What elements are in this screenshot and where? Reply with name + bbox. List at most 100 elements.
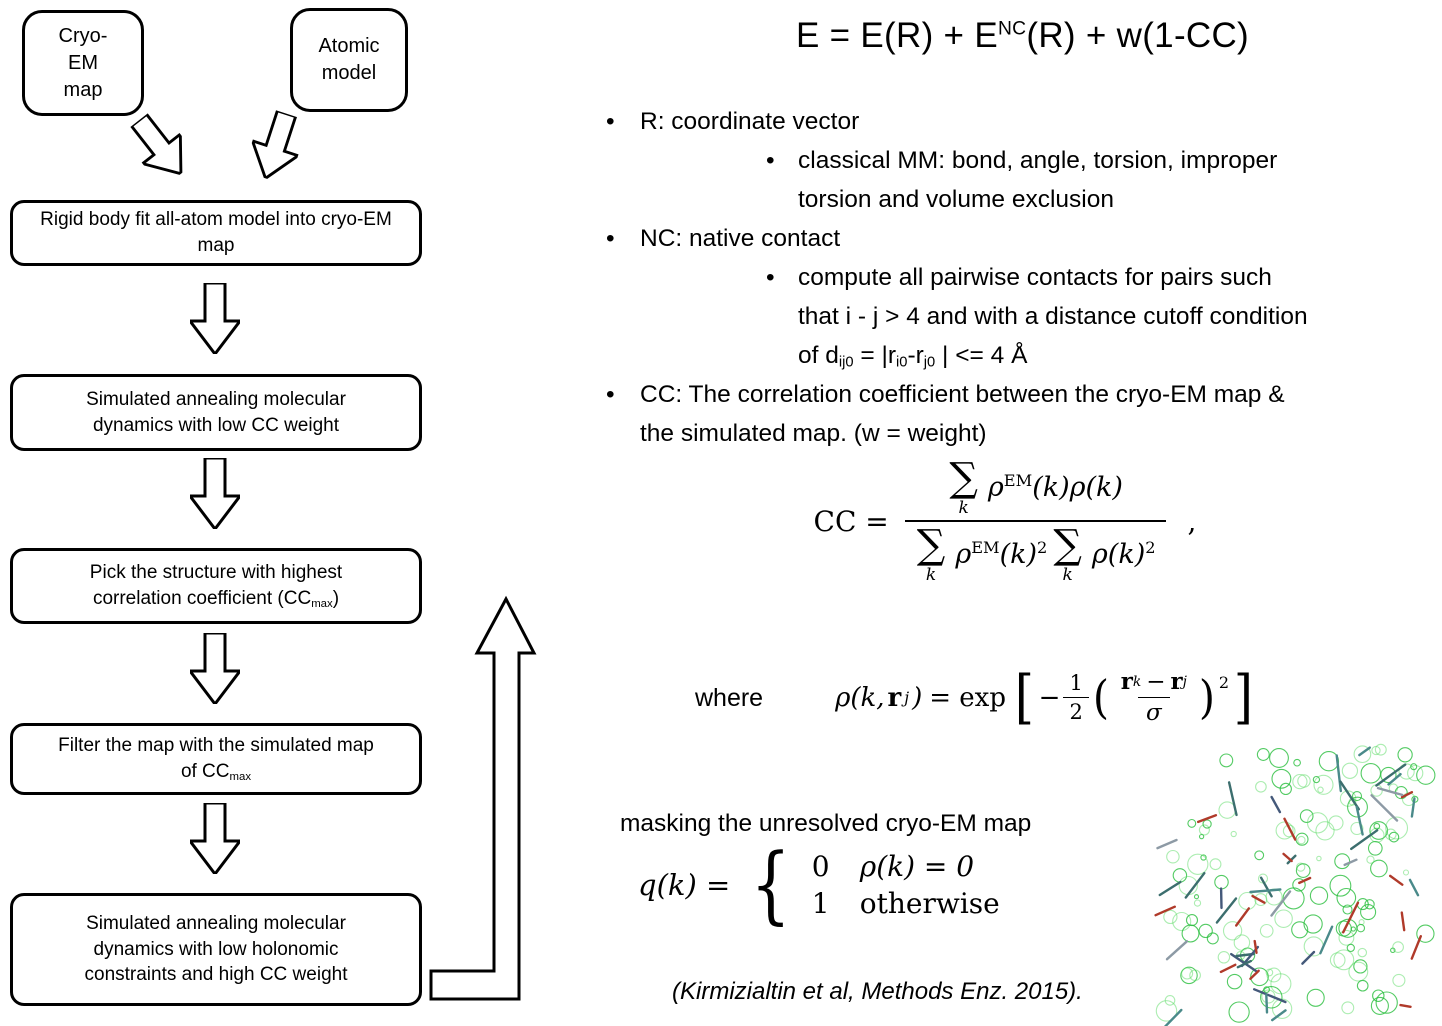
- energy-eq-part1: E = E(R) + E: [795, 16, 998, 55]
- arrow-down-left-icon: [250, 108, 302, 181]
- r-vector: r: [1170, 668, 1183, 695]
- squared: 2: [1037, 538, 1048, 557]
- of-k: (k): [1032, 472, 1070, 503]
- cutoff-sub-i0: i0: [896, 354, 908, 371]
- em-sup: EM: [971, 538, 1000, 557]
- equals-exp: = exp: [929, 683, 1006, 713]
- minus-sign: −: [1146, 668, 1166, 695]
- bullet-marker: •: [766, 147, 775, 174]
- of-k: (k): [1107, 539, 1146, 570]
- energy-eq-superscript: NC: [997, 18, 1027, 40]
- bullet-line-3: of dij0 = |ri0-rj0 | <= 4 Å: [798, 336, 1442, 375]
- rho: ρ: [955, 539, 972, 570]
- bullet-text: classical MM: bond, angle, torsion, impr…: [798, 147, 1278, 213]
- sigma-sub: k: [1062, 565, 1073, 585]
- arrow-down-right-icon: [129, 112, 183, 176]
- denominator-2: 2: [1063, 696, 1089, 726]
- pick-label-close: ): [332, 588, 340, 609]
- energy-equation: E = E(R) + ENC(R) + w(1-CC): [600, 16, 1442, 56]
- rho: ρ: [1091, 539, 1108, 570]
- molecular-structure-image: [1154, 743, 1436, 1026]
- denominator-expression-2: ρ(k)2: [1092, 539, 1156, 570]
- q-eq-lhs: q(k) =: [638, 868, 731, 902]
- squared: 2: [1218, 672, 1230, 692]
- numerator-1: 1: [1069, 670, 1083, 695]
- sum-symbol: ∑k: [1053, 525, 1082, 584]
- numerator-expression: ρEM(k)ρ(k): [988, 472, 1123, 503]
- right-bracket: ]: [1233, 663, 1254, 732]
- of-k: (k): [1085, 472, 1123, 503]
- sigma-symbol: σ: [1146, 700, 1162, 726]
- arrow-down-icon: [190, 283, 240, 354]
- cutoff-text: | <= 4 Å: [935, 342, 1028, 369]
- bullet-text: CC: The correlation coefficient between …: [640, 381, 1285, 447]
- node-label-sa-high-cc: Simulated annealing molecular dynamics w…: [84, 913, 348, 986]
- bullet-compute-pairwise-contacts: • compute all pairwise contacts for pair…: [766, 258, 1442, 375]
- cc-eq-numerator: ∑k ρEM(k)ρ(k): [937, 458, 1133, 520]
- loop-back-arrow-icon: [429, 595, 537, 1001]
- filter-label-subscript: max: [229, 770, 252, 783]
- em-sup: EM: [1003, 471, 1033, 490]
- node-label-rigid-body-fit: Rigid body fit all-atom model into cryo-…: [40, 209, 392, 256]
- r-vector: r: [1120, 668, 1133, 695]
- bullet-classical-mm: • classical MM: bond, angle, torsion, im…: [766, 141, 1442, 219]
- minus-sign: −: [1038, 683, 1061, 713]
- cutoff-sub-j0: j0: [923, 354, 936, 371]
- bullet-line-1: compute all pairwise contacts for pairs …: [798, 264, 1272, 291]
- left-paren: (: [1092, 670, 1109, 725]
- bullet-r-coordinate-vector: • R: coordinate vector: [598, 102, 1442, 141]
- node-label-atomic-model: Atomic model: [318, 35, 380, 84]
- arrow-down-icon: [190, 458, 240, 529]
- pick-label-subscript: max: [311, 597, 333, 610]
- flowchart-node-sa-low-cc: Simulated annealing molecular dynamics w…: [10, 374, 422, 451]
- arrow-down-icon: [190, 803, 240, 874]
- node-label-pick-structure: Pick the structure with highest correlat…: [13, 556, 419, 615]
- bullet-cc-correlation: • CC: The correlation coefficient betwee…: [598, 375, 1442, 453]
- bullet-text: NC: native contact: [640, 225, 841, 252]
- squared: 2: [1145, 538, 1156, 557]
- bullet-nc-native-contact: • NC: native contact: [598, 219, 1442, 258]
- bullet-line-2: that i - j > 4 and with a distance cutof…: [798, 303, 1308, 330]
- flowchart-node-cryo-em-map: Cryo- EM map: [22, 10, 144, 116]
- close-paren: ): [912, 683, 923, 713]
- bullet-marker: •: [606, 381, 615, 408]
- denominator-expression-1: ρEM(k)2: [955, 539, 1047, 570]
- case-condition-otherwise: otherwise: [859, 887, 1000, 920]
- flowchart-node-atomic-model: Atomic model: [290, 8, 408, 112]
- cutoff-text: -r: [907, 342, 924, 369]
- r-vector: r: [887, 683, 902, 713]
- bullet-text: compute all pairwise contacts for pairs …: [798, 258, 1442, 375]
- node-label-sa-low-cc: Simulated annealing molecular dynamics w…: [86, 388, 346, 436]
- right-paren: ): [1198, 670, 1216, 725]
- rho: ρ: [987, 472, 1004, 503]
- bullet-text: R: coordinate vector: [640, 108, 860, 135]
- bullet-marker: •: [606, 108, 615, 135]
- node-label-cryo-em: Cryo- EM map: [58, 24, 108, 101]
- case-one: 1 otherwise: [812, 887, 1000, 920]
- sigma-sub: k: [925, 565, 937, 585]
- pick-label-text: Pick the structure with highest correlat…: [89, 562, 343, 609]
- cc-equation: CC = ∑k ρEM(k)ρ(k) ∑k ρEM(k)2 ∑k ρ(k)2 ,: [770, 458, 1240, 584]
- sigma: ∑: [949, 455, 978, 501]
- rho-of-k: ρ(k,: [835, 683, 885, 713]
- arrow-down-icon: [190, 633, 240, 704]
- case-value-1: 1: [811, 887, 830, 920]
- flowchart-node-rigid-body-fit: Rigid body fit all-atom model into cryo-…: [10, 200, 422, 266]
- flowchart-node-filter-map: Filter the map with the simulated map of…: [10, 723, 422, 795]
- node-label-filter-map: Filter the map with the simulated map of…: [13, 729, 419, 788]
- cutoff-text: = |r: [853, 342, 897, 369]
- cc-eq-fraction: ∑k ρEM(k)ρ(k) ∑k ρEM(k)2 ∑k ρ(k)2: [904, 458, 1166, 584]
- cc-eq-comma: ,: [1187, 504, 1197, 538]
- masking-label: masking the unresolved cryo-EM map: [620, 810, 1032, 837]
- sum-symbol: ∑k: [917, 525, 946, 584]
- flowchart-node-sa-high-cc: Simulated annealing molecular dynamics w…: [10, 893, 422, 1006]
- citation-text: (Kirmizialtin et al, Methods Enz. 2015).: [672, 978, 1083, 1005]
- case-value-0: 0: [811, 850, 830, 883]
- sigma: ∑: [916, 522, 946, 568]
